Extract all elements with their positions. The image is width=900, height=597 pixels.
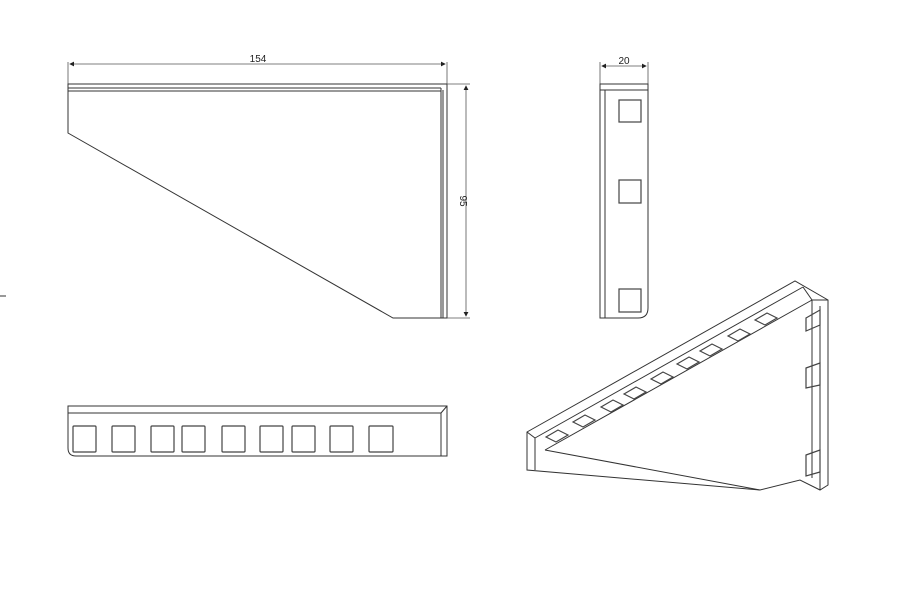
isometric-view [526,280,829,491]
top-view [67,405,448,457]
slot-hole [618,99,642,123]
front-view: 154 95 [67,54,470,319]
side-view: 20 [599,56,649,319]
slot-hole [618,288,642,313]
slot-hole [618,179,642,204]
length-dimension-label: 154 [250,54,267,65]
height-dimension-label: 95 [457,195,468,207]
width-dimension-label: 20 [618,56,630,67]
